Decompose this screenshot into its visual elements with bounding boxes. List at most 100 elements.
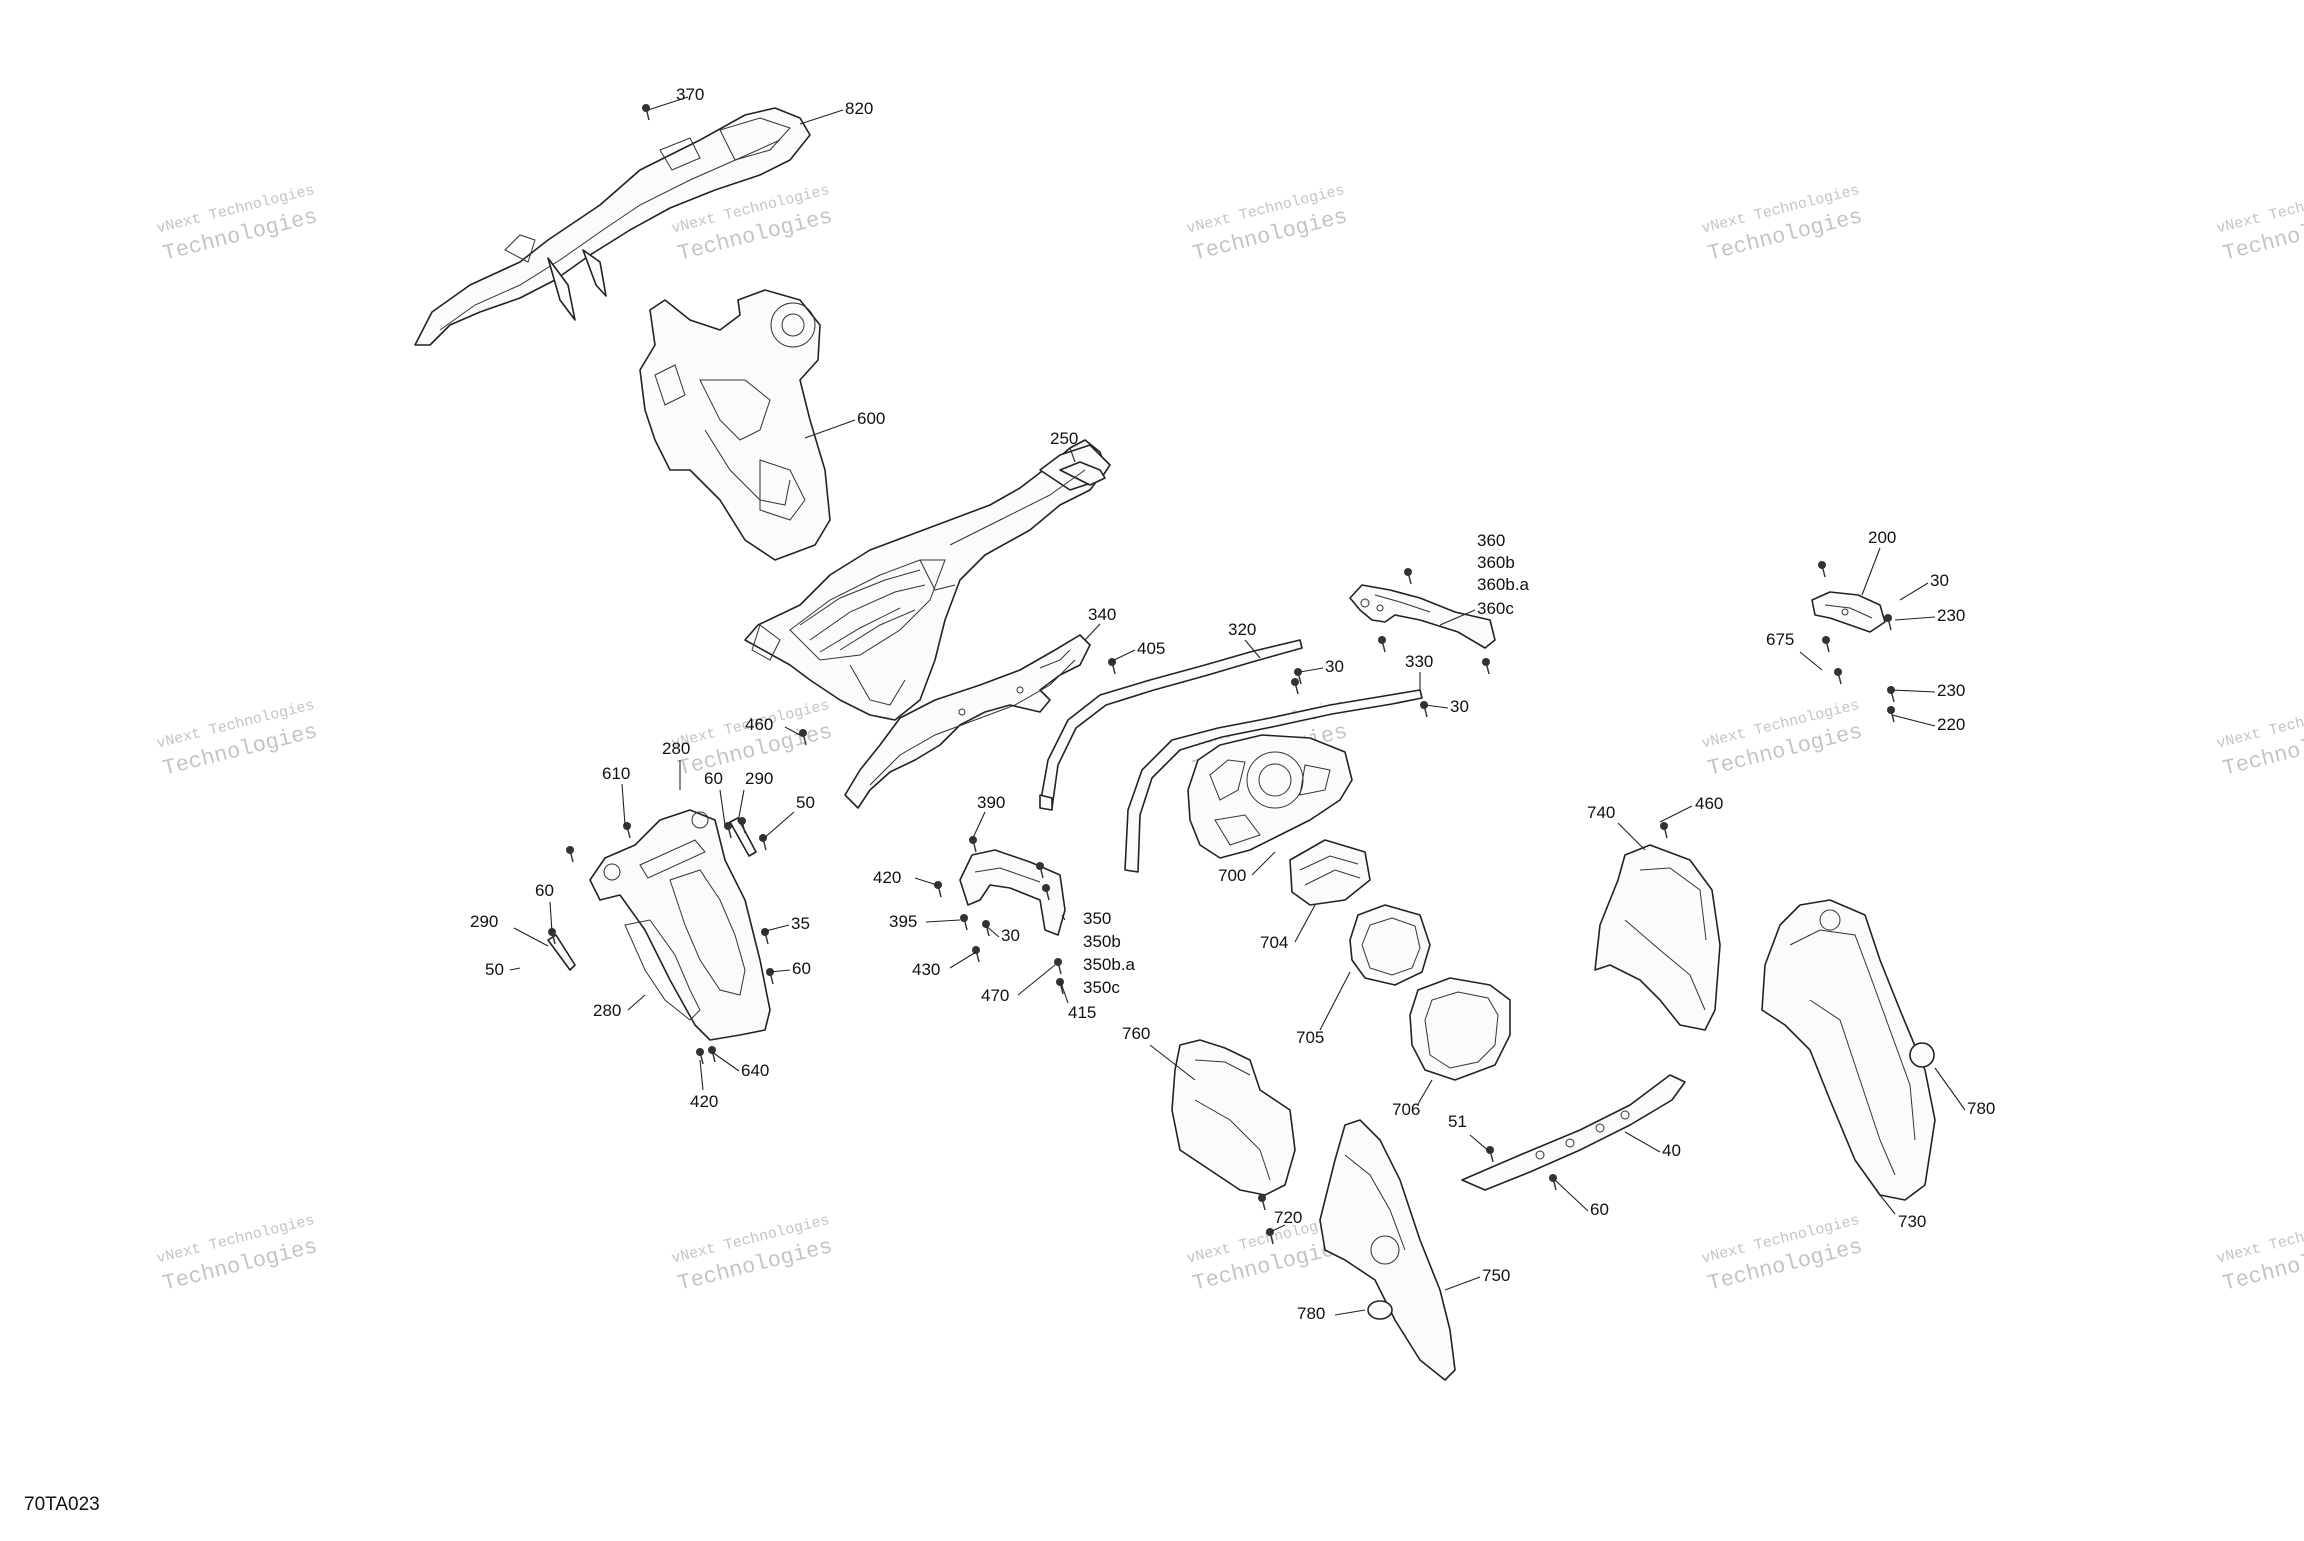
callout-label: 470 <box>981 986 1009 1005</box>
leader-line <box>627 994 646 1011</box>
leader-line <box>1244 639 1261 659</box>
part-705-frame <box>1349 904 1431 986</box>
leader-lines <box>509 96 1966 1316</box>
callout-label: 600 <box>857 409 885 428</box>
callout-label: 60 <box>535 881 554 900</box>
callout-label: 415 <box>1068 1003 1096 1022</box>
fastener-shank <box>626 825 631 839</box>
leader-line <box>1934 1067 1966 1111</box>
callout-label: 350b.a <box>1083 955 1136 974</box>
callout-label: 320 <box>1228 620 1256 639</box>
callout-label: 220 <box>1937 715 1965 734</box>
callout-label: 250 <box>1050 429 1078 448</box>
part-780-grommet <box>1367 1300 1393 1320</box>
callout-label: 340 <box>1088 605 1116 624</box>
leader-line <box>1017 964 1056 996</box>
callout-label: 705 <box>1296 1028 1324 1047</box>
fastener-shank <box>645 107 650 121</box>
callout-label: 675 <box>1766 630 1794 649</box>
callout-label: 706 <box>1392 1100 1420 1119</box>
callout-label: 50 <box>796 793 815 812</box>
leader-line <box>737 789 745 823</box>
leader-line <box>1424 704 1449 709</box>
part-730-large-panel <box>1761 899 1936 1201</box>
leader-line <box>1149 1044 1196 1081</box>
leader-line <box>1084 623 1101 641</box>
callout-label: 230 <box>1937 681 1965 700</box>
fastener-shank <box>1381 639 1386 653</box>
fastener-shank <box>1825 639 1830 653</box>
callout-label: 370 <box>676 85 704 104</box>
fastener-shank <box>1111 661 1116 675</box>
callout-label: 760 <box>1122 1024 1150 1043</box>
fastener-shank <box>1297 671 1302 685</box>
fastener-shank <box>1887 617 1892 631</box>
leader-line <box>1319 971 1351 1031</box>
leader-line <box>1294 904 1316 943</box>
callout-label: 35 <box>791 914 810 933</box>
fastener-shank <box>963 917 968 931</box>
callout-label: 200 <box>1868 528 1896 547</box>
leader-line <box>1299 667 1324 673</box>
callout-label: 30 <box>1001 926 1020 945</box>
callout-label: 30 <box>1930 571 1949 590</box>
leader-line <box>711 1051 740 1072</box>
fastener-shank <box>727 825 732 839</box>
callout-label: 60 <box>704 769 723 788</box>
callout-label: 290 <box>745 769 773 788</box>
leader-line <box>549 901 553 933</box>
callout-label: 704 <box>1260 933 1288 952</box>
leader-line <box>1269 1224 1286 1233</box>
leader-line <box>699 1059 704 1091</box>
leader-line <box>1879 1194 1896 1215</box>
fastener-shank <box>937 884 942 898</box>
part-600-dash-support <box>639 289 831 561</box>
callout-label: 420 <box>690 1092 718 1111</box>
fastener-shank <box>972 839 977 853</box>
leader-line <box>1334 1309 1366 1316</box>
callout-label: 420 <box>873 868 901 887</box>
callout-label: 430 <box>912 960 940 979</box>
fastener-shank <box>551 931 556 945</box>
leader-line <box>769 969 791 973</box>
callout-label: 230 <box>1937 606 1965 625</box>
leader-line <box>1624 1131 1661 1153</box>
callout-label: 360c <box>1477 599 1514 618</box>
leader-line <box>1109 649 1136 663</box>
fastener-shank <box>1423 704 1428 718</box>
leader-line <box>984 924 1000 938</box>
leader-line <box>509 967 521 971</box>
leader-line <box>1554 1179 1589 1212</box>
leader-line <box>647 96 689 111</box>
fastener-shank <box>764 931 769 945</box>
callout-label: 50 <box>485 960 504 979</box>
leader-line <box>1899 582 1929 601</box>
callout-label: 30 <box>1450 697 1469 716</box>
callout-label: 360 <box>1477 531 1505 550</box>
callout-label: 820 <box>845 99 873 118</box>
callout-label: 40 <box>1662 1141 1681 1160</box>
fastener-shank <box>1294 681 1299 695</box>
leader-line <box>1894 616 1936 621</box>
leader-line <box>1069 447 1076 463</box>
fastener-shank <box>1552 1177 1557 1191</box>
fastener-shank <box>1045 887 1050 901</box>
leader-line <box>1469 1134 1491 1153</box>
fastener-shank <box>1821 564 1826 578</box>
fastener-shank <box>975 949 980 963</box>
callout-label: 460 <box>745 715 773 734</box>
callout-label: 280 <box>662 739 690 758</box>
callout-label: 740 <box>1587 803 1615 822</box>
leader-line <box>804 419 856 439</box>
part-330-rail <box>1124 689 1423 873</box>
fastener-shank <box>741 820 746 834</box>
leader-line <box>1444 1276 1481 1291</box>
fastener-shank <box>1837 671 1842 685</box>
part-700-cluster-housing <box>1187 734 1353 859</box>
callout-label: 360b <box>1477 553 1515 572</box>
